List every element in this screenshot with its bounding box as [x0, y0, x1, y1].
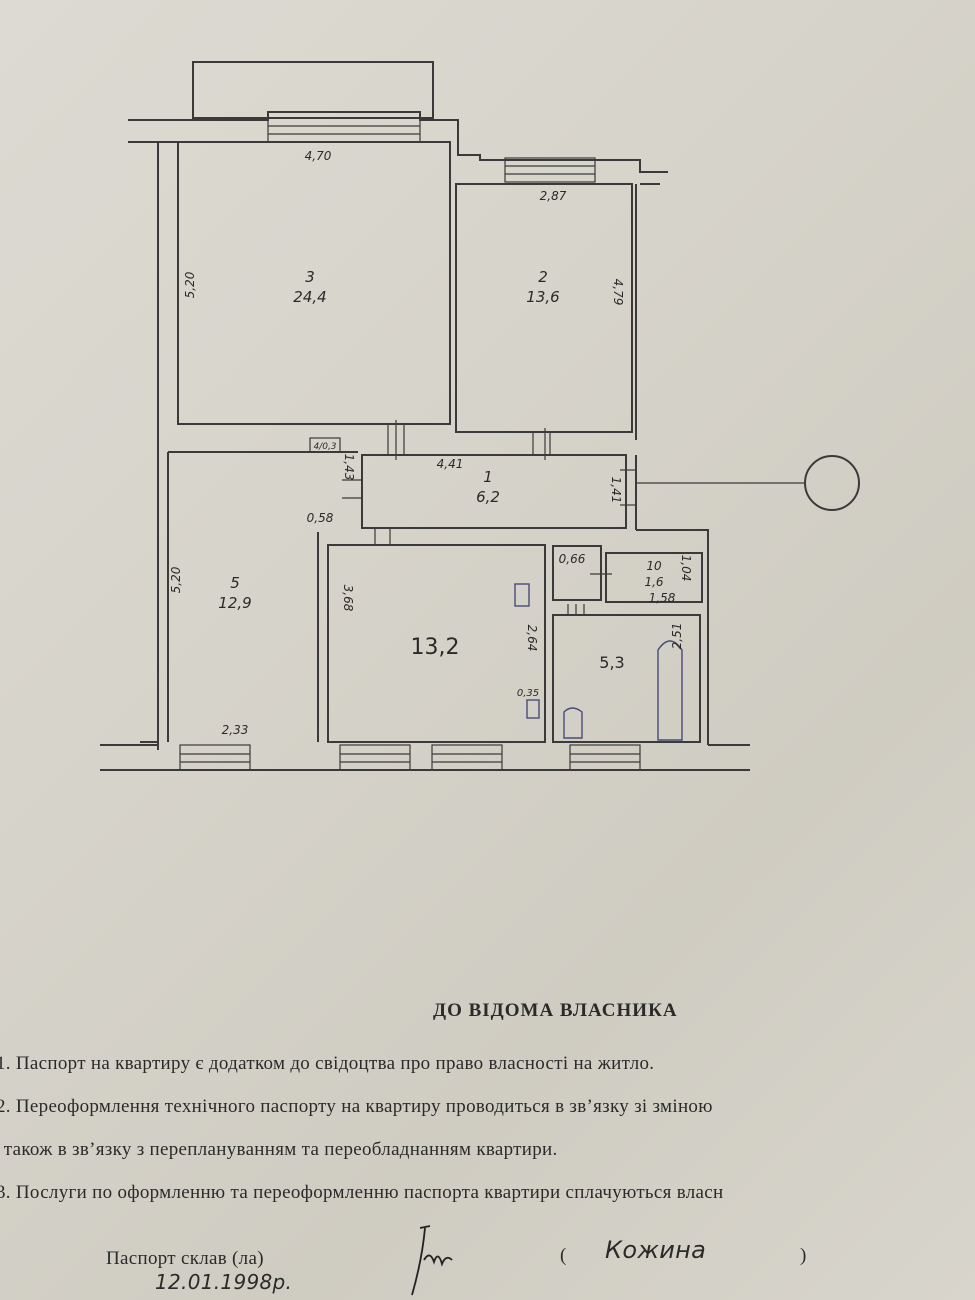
room-bathroom	[552, 614, 701, 743]
outer-walls	[100, 111, 750, 771]
dimension: 5,20	[169, 566, 183, 593]
room-area: 5,3	[599, 653, 624, 672]
dimension: 2,51	[670, 623, 684, 650]
dimension: 2,64	[525, 625, 539, 652]
compiled-date: 12.01.1998р.	[155, 1270, 293, 1294]
dimension: 0,66	[559, 552, 586, 566]
riser-circle	[804, 455, 860, 511]
windows	[179, 117, 641, 771]
room-number: 2	[538, 268, 548, 286]
room-kitchen	[327, 544, 546, 743]
room-number: 1	[483, 468, 493, 486]
bathtub-icon	[657, 640, 683, 741]
balcony	[192, 61, 434, 119]
room-area: 24,4	[293, 288, 326, 306]
compiler-name: Кожина	[605, 1236, 707, 1264]
dimension: 0,35	[517, 688, 539, 699]
room-number: 10	[646, 559, 662, 573]
paren-close: )	[800, 1245, 807, 1266]
paren-open: (	[560, 1245, 567, 1266]
dimension: 2,87	[540, 189, 567, 203]
dimension: 0,58	[307, 511, 334, 525]
room-area: 12,9	[218, 594, 251, 612]
room-number: 5	[230, 574, 240, 592]
room-area: 13,2	[411, 635, 460, 660]
room-hall	[552, 545, 602, 601]
dimension: 1,41	[609, 477, 623, 504]
floor-plan: 3 24,4 2 13,6 1 6,2 5 12,9 13,2 10 1,6 5…	[100, 61, 860, 771]
dimension: 1,04	[679, 555, 693, 582]
dimension: 4/0,3	[313, 442, 336, 452]
room-10	[605, 552, 703, 603]
notice-item-1: 1. Паспорт на квартиру є додатком до сві…	[0, 1053, 655, 1074]
room-1-corridor	[361, 454, 627, 529]
dimension: 1,43	[342, 454, 356, 481]
room-area: 6,2	[476, 488, 500, 506]
room-area: 1,6	[644, 575, 663, 589]
notice-title: ДО ВІДОМА ВЛАСНИКА	[433, 1000, 678, 1021]
dimension: 1,58	[649, 591, 676, 605]
room-area: 13,6	[526, 288, 559, 306]
room-number: 3	[305, 268, 315, 286]
room-2	[455, 183, 633, 433]
dimension: 2,33	[222, 723, 249, 737]
niche-box	[309, 437, 341, 453]
dimension: 3,68	[341, 585, 355, 612]
notice-item-2-cont: а також в зв’язку з переплануванням та п…	[0, 1139, 558, 1160]
dimension: 4,41	[437, 457, 464, 471]
dimension: 4,70	[305, 149, 332, 163]
signature	[411, 1225, 453, 1296]
stove-icon	[514, 583, 530, 607]
compiled-by-label: Паспорт склав (ла)	[106, 1248, 264, 1269]
doors	[342, 420, 636, 615]
dimension: 4,79	[611, 279, 625, 306]
notice-item-3: 3. Послуги по оформленню та переоформлен…	[0, 1182, 724, 1203]
sink-icon	[526, 699, 540, 719]
notice-item-2: 2. Переоформлення технічного паспорту на…	[0, 1096, 713, 1117]
dimension: 5,20	[183, 271, 197, 298]
toilet-icon	[563, 707, 583, 739]
room-3	[177, 141, 451, 425]
